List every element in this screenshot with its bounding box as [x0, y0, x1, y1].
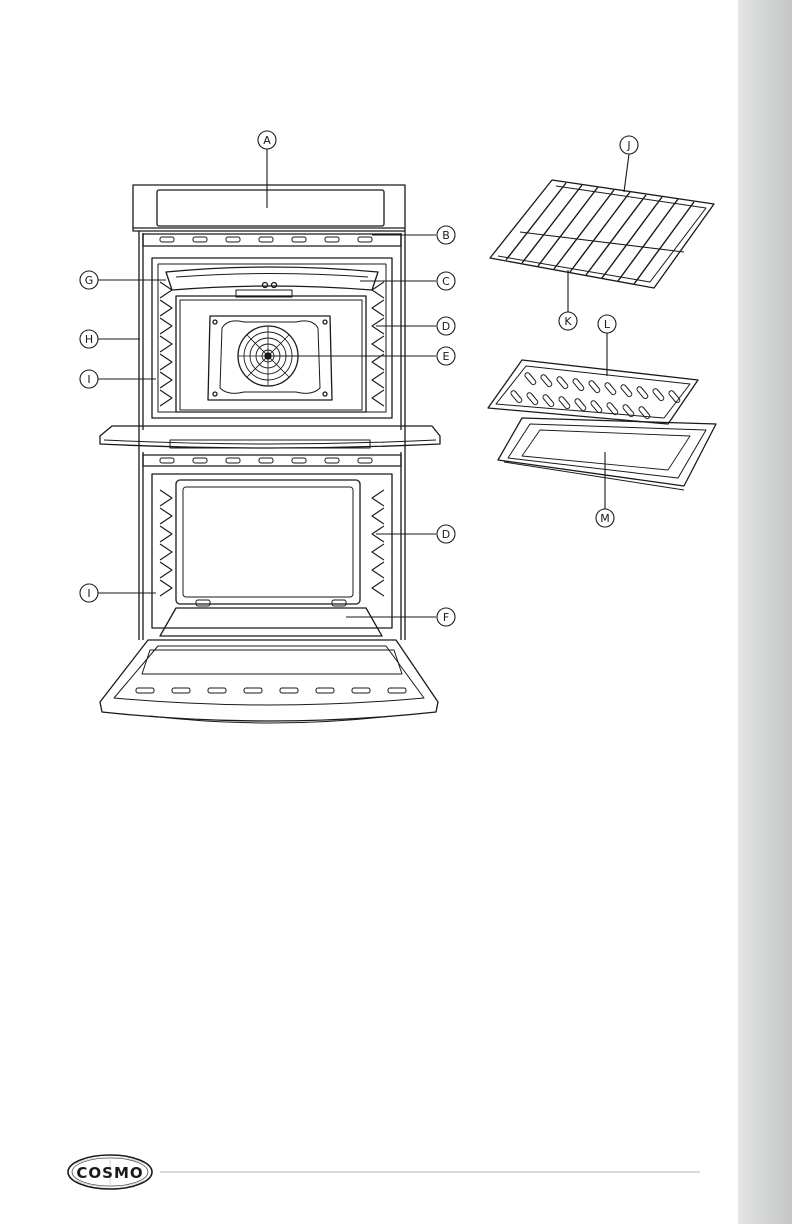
broil-pan-insert — [488, 360, 698, 424]
upper-door-handle — [100, 426, 440, 448]
upper-rack-guides — [160, 282, 384, 406]
cosmo-logo: COSMO — [68, 1155, 152, 1189]
callout-i-lower: I — [87, 587, 90, 600]
lower-rack-guides — [160, 490, 384, 596]
broil-pan — [498, 418, 716, 490]
callout-d-lower: D — [442, 528, 450, 541]
oven-body — [139, 231, 405, 640]
callout-f: F — [443, 611, 449, 624]
wire-oven-rack — [490, 180, 714, 288]
logo-text: COSMO — [76, 1164, 143, 1182]
leader-lines — [98, 149, 629, 617]
callout-j: J — [626, 139, 630, 152]
callout-markers — [80, 131, 638, 626]
callout-l: L — [604, 318, 611, 331]
callout-a: A — [263, 134, 271, 147]
callout-g: G — [85, 274, 94, 287]
lower-door-open — [100, 640, 438, 723]
lower-oven-cavity — [143, 452, 401, 640]
callout-i-upper: I — [87, 373, 90, 386]
callout-h: H — [85, 333, 93, 346]
callout-m: M — [600, 512, 610, 525]
upper-oven-cavity — [152, 258, 392, 418]
control-panel — [133, 185, 405, 231]
callout-b: B — [442, 229, 450, 242]
callout-k: K — [564, 315, 572, 328]
callout-e: E — [443, 350, 450, 363]
callout-d-upper: D — [442, 320, 450, 333]
footer: COSMO — [68, 1155, 700, 1189]
callout-c: C — [442, 275, 450, 288]
